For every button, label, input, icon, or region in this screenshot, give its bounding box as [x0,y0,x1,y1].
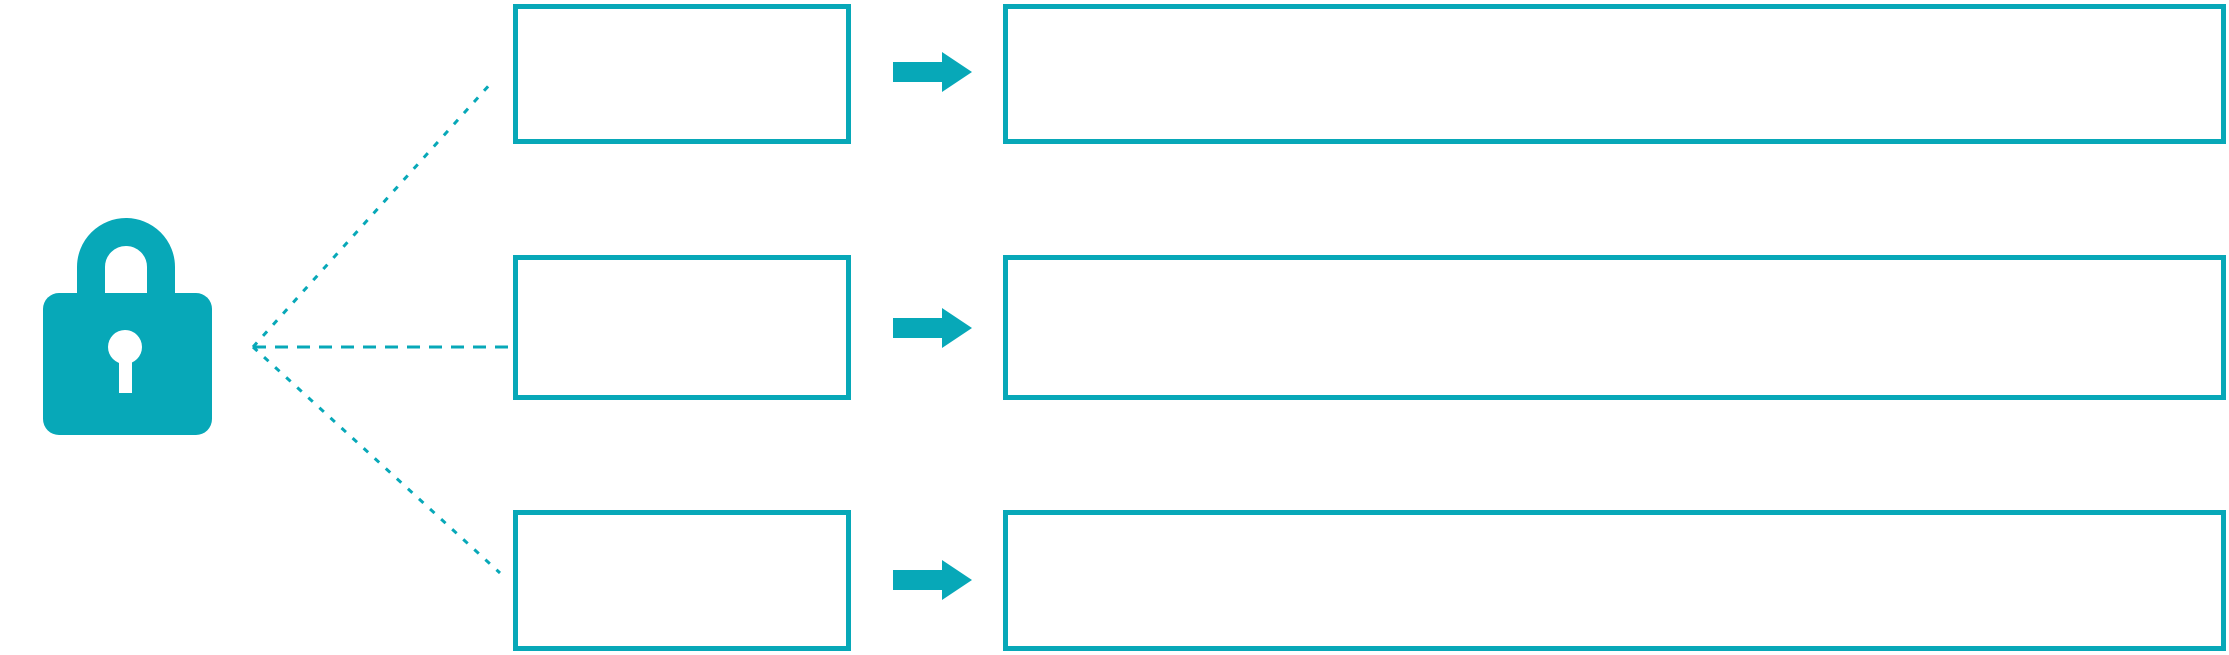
right-arrow-shape [893,308,972,348]
right-arrow-shape [893,52,972,92]
source-box [513,4,851,144]
lock-keyhole-stem [119,358,132,393]
target-box [1003,255,2226,400]
connector-line-top [251,80,494,349]
right-arrow-icon [893,52,972,92]
right-arrow-shape [893,560,972,600]
lock-icon [43,218,212,435]
target-box [1003,4,2226,144]
right-arrow-icon [893,308,972,348]
source-box [513,510,851,651]
source-box [513,255,851,400]
lock-keyhole [108,330,142,364]
right-arrow-icon [893,560,972,600]
lock-shackle [77,218,175,318]
connector-line-bottom [251,345,502,575]
target-box [1003,510,2226,651]
